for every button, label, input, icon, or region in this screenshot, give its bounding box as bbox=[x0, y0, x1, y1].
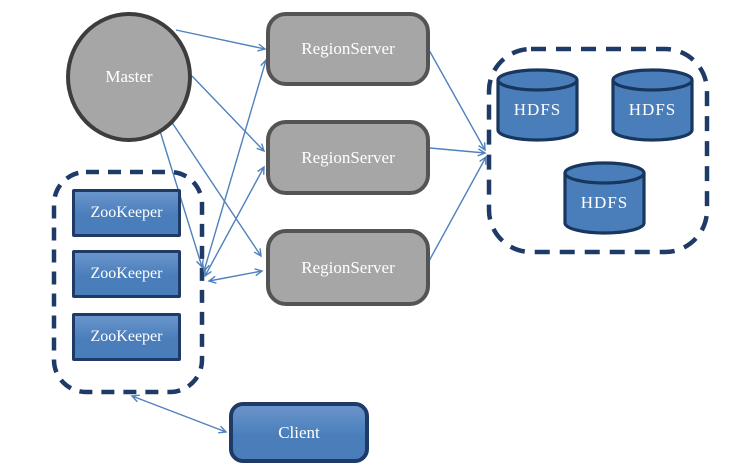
region-server-2-label: RegionServer bbox=[301, 147, 395, 167]
edge-rs3-hdfs bbox=[428, 157, 486, 262]
region-server-2-node: RegionServer bbox=[266, 120, 430, 195]
zookeeper-2-node: ZooKeeper bbox=[72, 250, 181, 298]
region-server-1-node: RegionServer bbox=[266, 12, 430, 86]
edge-master-rs3 bbox=[170, 120, 261, 256]
zookeeper-3-label: ZooKeeper bbox=[90, 328, 163, 345]
zookeeper-1-node: ZooKeeper bbox=[72, 189, 181, 237]
region-server-3-label: RegionServer bbox=[301, 257, 395, 277]
client-label: Client bbox=[278, 422, 320, 442]
edge-rs2-hdfs bbox=[429, 147, 485, 153]
edge-master-rs2 bbox=[191, 75, 264, 151]
cylinder-icon bbox=[563, 161, 646, 235]
hdfs-1-node: HDFS bbox=[495, 68, 580, 143]
edge-client-zookeeper bbox=[132, 396, 226, 432]
zookeeper-2-label: ZooKeeper bbox=[90, 265, 163, 282]
edge-rs1-zookeeper bbox=[204, 60, 266, 271]
edge-rs3-zookeeper bbox=[209, 271, 262, 281]
zookeeper-1-label: ZooKeeper bbox=[90, 204, 163, 221]
master-label: Master bbox=[105, 67, 153, 86]
hdfs-3-node: HDFS bbox=[562, 161, 647, 236]
master-node: Master bbox=[66, 12, 192, 142]
edge-rs1-hdfs bbox=[428, 49, 485, 150]
cylinder-icon bbox=[496, 68, 579, 142]
edge-rs2-zookeeper bbox=[205, 167, 264, 276]
region-server-1-label: RegionServer bbox=[301, 39, 395, 58]
zookeeper-3-node: ZooKeeper bbox=[72, 313, 181, 361]
region-server-3-node: RegionServer bbox=[266, 229, 430, 306]
client-node: Client bbox=[229, 402, 369, 463]
hdfs-2-node: HDFS bbox=[610, 68, 695, 143]
edge-master-rs1 bbox=[175, 29, 265, 49]
cylinder-icon bbox=[611, 68, 694, 142]
